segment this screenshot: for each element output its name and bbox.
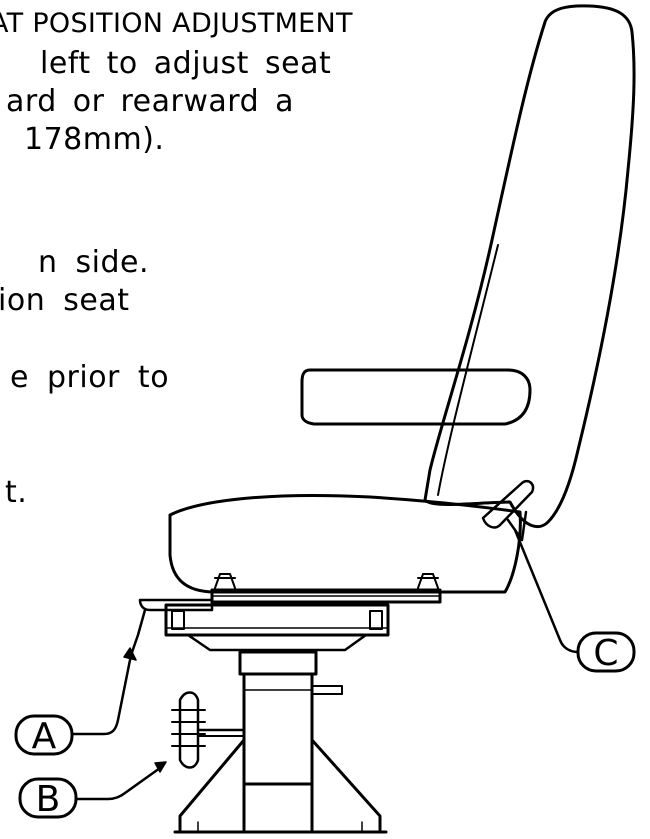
instruction-line-2: ard or rearward a: [6, 84, 295, 119]
swivel-lock-knob-b: [171, 691, 246, 769]
callout-a-frame: [14, 714, 74, 756]
seat-armrest: [300, 368, 532, 426]
callout-c-frame: [576, 631, 636, 673]
instruction-line-1: left to adjust seat: [40, 46, 332, 81]
callout-b-label: B: [36, 779, 61, 820]
seat-backrest: [423, 4, 636, 529]
callout-c-leader: [513, 528, 580, 654]
pedestal-column: [238, 650, 343, 833]
callout-a-label: A: [32, 716, 57, 757]
instruction-line-4: n side.: [38, 245, 150, 280]
instruction-line-7: t.: [5, 475, 28, 510]
seat-slide-rail: [210, 573, 442, 604]
recline-lever-c: [481, 479, 535, 542]
swivel-plate: [164, 603, 390, 652]
pedestal-base: [173, 738, 388, 834]
callout-b-leader: [74, 761, 167, 801]
slide-handle-a: [128, 598, 214, 660]
instruction-line-3: 178mm).: [24, 122, 165, 157]
callout-b-frame: [18, 777, 78, 819]
instruction-line-5: ion seat: [0, 283, 130, 318]
heading-seat-position-adjustment: AT POSITION ADJUSTMENT: [0, 8, 353, 39]
instruction-line-6: e prior to: [10, 360, 170, 395]
callout-a-leader: [70, 647, 137, 736]
callout-c-label: C: [593, 633, 618, 674]
seat-cushion: [168, 494, 522, 594]
